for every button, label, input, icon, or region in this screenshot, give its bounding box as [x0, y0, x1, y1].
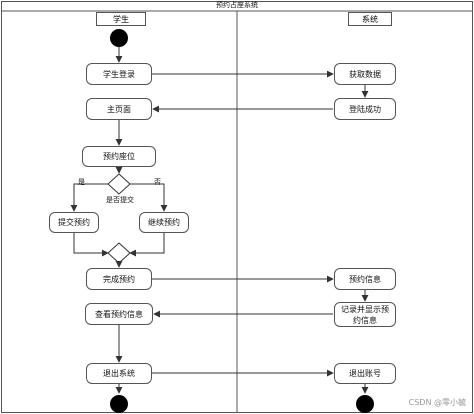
- edge-continue-merge: [129, 233, 165, 257]
- activity-student-login: 学生登录: [86, 63, 152, 85]
- activity-view-reservation: 查看预约信息: [85, 303, 153, 325]
- activity-record-display: 记录并显示预约信息: [334, 302, 396, 327]
- activity-get-data: 获取数据: [334, 63, 396, 85]
- end-node-system: [356, 395, 374, 413]
- decision-yes-label: 是: [78, 178, 85, 186]
- edge-submit-merge: [73, 233, 109, 257]
- lane-label-system: 系统: [348, 12, 392, 26]
- decision-question-label: 是否提交: [106, 196, 134, 204]
- edge-decision-yes: [70, 183, 108, 212]
- activity-reservation-info: 预约信息: [334, 268, 396, 290]
- activity-submit-reservation: 提交预约: [49, 212, 99, 233]
- end-node-student: [110, 395, 128, 413]
- activity-exit-system: 退出系统: [86, 363, 152, 384]
- decision-no-label: 否: [154, 178, 161, 186]
- start-node: [110, 29, 128, 47]
- activity-complete-reservation: 完成预约: [86, 268, 152, 290]
- watermark: CSDN @零小毓: [408, 398, 466, 407]
- merge-diamond: [107, 242, 131, 264]
- activity-continue-reservation: 继续预约: [139, 212, 189, 233]
- activity-home: 主页面: [86, 98, 152, 120]
- activity-login-success: 登陆成功: [334, 98, 396, 120]
- activity-exit-account: 退出账号: [334, 363, 396, 384]
- lane-label-student: 学生: [96, 12, 146, 26]
- decision-diamond: [107, 173, 131, 195]
- activity-reserve-seat: 预约座位: [82, 146, 156, 167]
- edge-decision-no: [130, 183, 168, 212]
- diagram-title: 预约占座系统: [216, 1, 258, 9]
